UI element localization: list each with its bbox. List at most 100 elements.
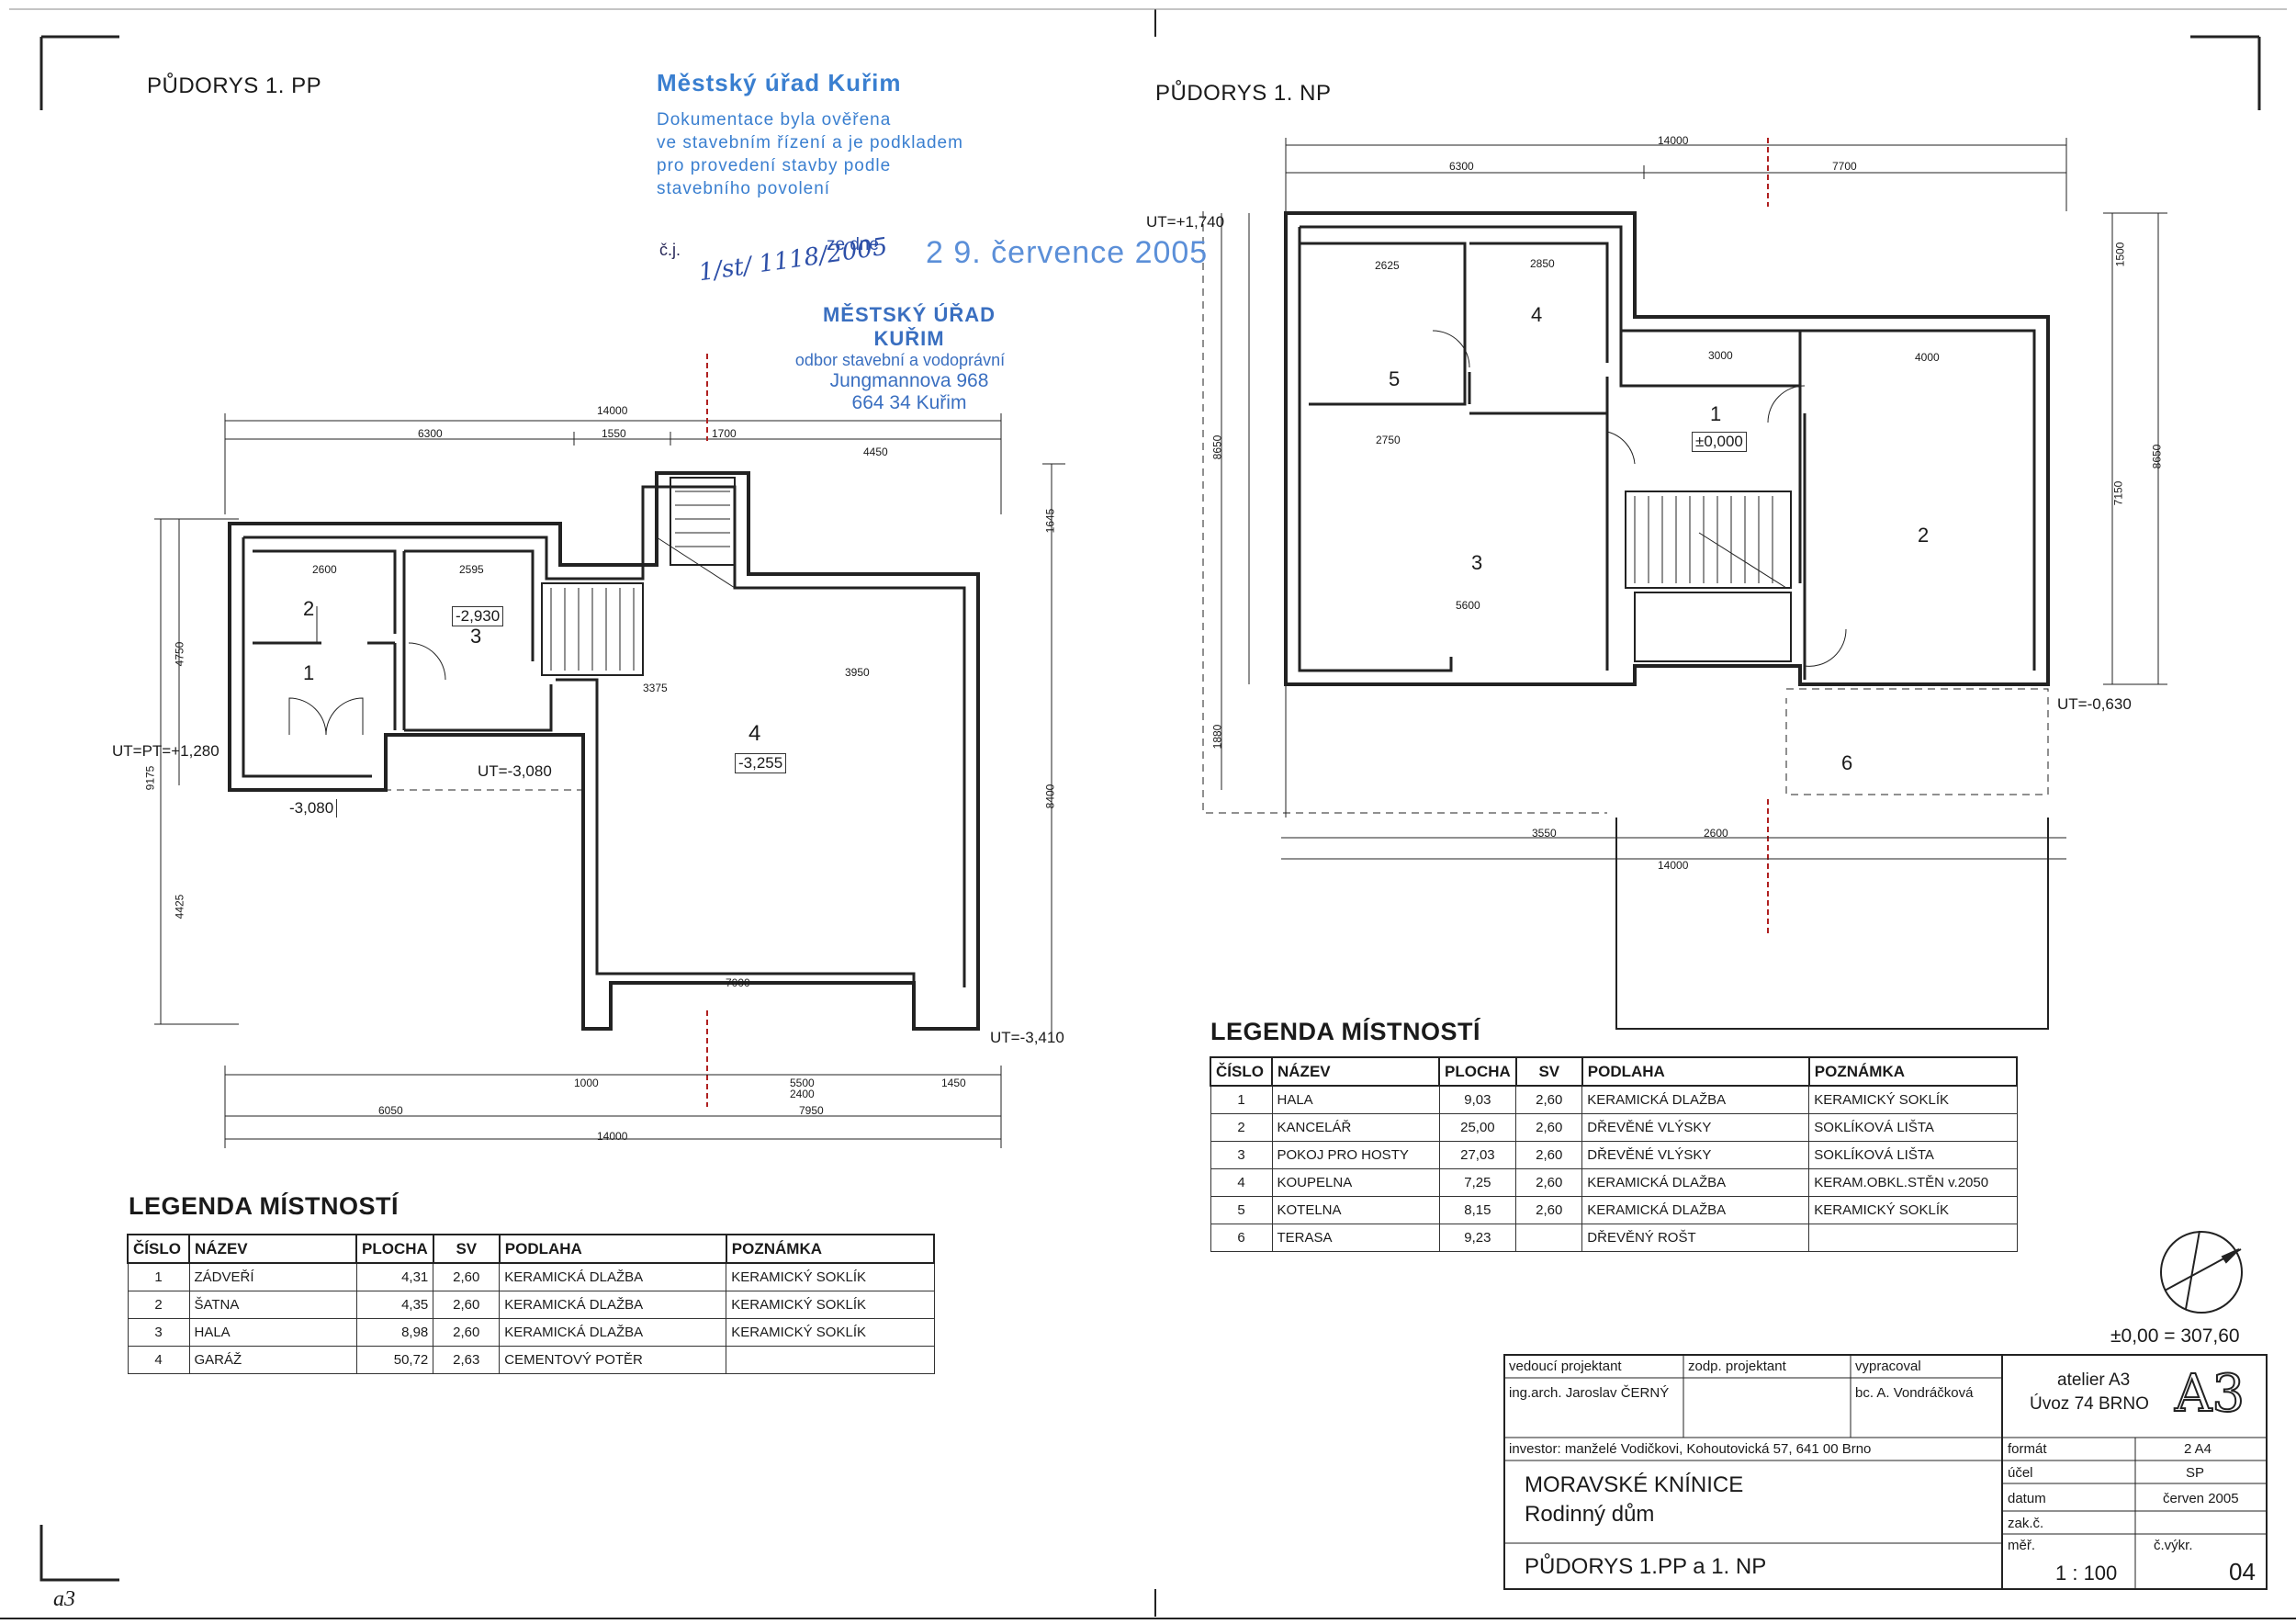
cell-floor: DŘEVĚNÝ ROŠT bbox=[1581, 1224, 1810, 1252]
left-room-number-4: 4 bbox=[748, 721, 761, 746]
cell-height: 2,60 bbox=[1515, 1085, 1583, 1114]
cell-name: KOUPELNA bbox=[1271, 1168, 1440, 1197]
right-room-number-5: 5 bbox=[1389, 367, 1401, 390]
stamp-office-line-3: odbor stavební a vodoprávní bbox=[794, 351, 1006, 369]
left-room-number-3: 3 bbox=[470, 625, 482, 648]
legend-left-table: ČÍSLO NÁZEV PLOCHA SV PODLAHA POZNÁMKA 1… bbox=[127, 1234, 936, 1374]
left-dim-bottom-5500: 5500 bbox=[790, 1077, 815, 1089]
cell-name: HALA bbox=[188, 1318, 357, 1347]
cell-floor: KERAMICKÁ DLAŽBA bbox=[1581, 1085, 1810, 1114]
stamp-office-line-5: 664 34 Kuřim bbox=[851, 392, 967, 413]
left-dim-bottom-1000: 1000 bbox=[574, 1077, 599, 1089]
right-dim-right-7150: 7150 bbox=[2111, 480, 2125, 506]
elevation-reference: ±0,00 = 307,60 bbox=[2110, 1325, 2240, 1347]
cell-floor: KERAMICKÁ DLAŽBA bbox=[499, 1318, 727, 1347]
table-row: 4 KOUPELNA 7,25 2,60 KERAMICKÁ DLAŽBA KE… bbox=[1210, 1168, 2018, 1197]
cell-floor: DŘEVĚNÉ VLÝSKY bbox=[1581, 1141, 1810, 1169]
tb-date-value: červen 2005 bbox=[2163, 1491, 2239, 1506]
left-level-room4: -3,255 bbox=[735, 753, 787, 773]
cell-note: SOKLÍKOVÁ LIŠTA bbox=[1808, 1141, 2018, 1169]
legend-right-header-number: ČÍSLO bbox=[1210, 1056, 1273, 1087]
stamp-line-4: stavebního povolení bbox=[657, 179, 831, 198]
tb-prep-name: bc. A. Vondráčková bbox=[1855, 1385, 1974, 1401]
cell-number: 3 bbox=[1210, 1141, 1273, 1169]
stamp-line-3: pro provedení stavby podle bbox=[657, 156, 892, 175]
right-dim-top-a: 6300 bbox=[1449, 160, 1474, 173]
table-row: 2 ŠATNA 4,35 2,60 KERAMICKÁ DLAŽBA KERAM… bbox=[127, 1291, 935, 1319]
right-dim-inner-3000: 3000 bbox=[1708, 349, 1733, 362]
left-dim-top-b: 1550 bbox=[602, 427, 626, 440]
tb-studio-line-1: atelier A3 bbox=[2057, 1370, 2131, 1390]
cell-area: 27,03 bbox=[1438, 1141, 1517, 1169]
left-dim-bottom-6050: 6050 bbox=[378, 1104, 403, 1117]
right-level-ut-right: UT=-0,630 bbox=[2057, 695, 2132, 713]
left-dim-bottom-1450: 1450 bbox=[941, 1077, 966, 1089]
stamp-title: Městský úřad Kuřim bbox=[657, 69, 902, 96]
cell-height: 2,60 bbox=[433, 1291, 501, 1319]
stamp-office-line-2: KUŘIM bbox=[873, 327, 945, 350]
tb-studio-line-2: Úvoz 74 BRNO bbox=[2030, 1394, 2149, 1414]
cell-number: 3 bbox=[127, 1318, 190, 1347]
stamp-cj-label: č.j. bbox=[659, 241, 681, 259]
tb-format-value: 2 A4 bbox=[2184, 1441, 2212, 1457]
left-level-ut-bottom: UT=-3,410 bbox=[990, 1029, 1064, 1046]
cell-number: 6 bbox=[1210, 1224, 1273, 1252]
tb-logo: A3 bbox=[2174, 1363, 2245, 1425]
right-dim-left-8650: 8650 bbox=[1210, 434, 1224, 460]
table-row: 1 HALA 9,03 2,60 KERAMICKÁ DLAŽBA KERAMI… bbox=[1210, 1085, 2018, 1114]
cell-name: HALA bbox=[1271, 1085, 1440, 1114]
tb-resp-label: zodp. projektant bbox=[1688, 1359, 1786, 1374]
table-row: 4 GARÁŽ 50,72 2,63 CEMENTOVÝ POTĚR bbox=[127, 1346, 935, 1374]
cell-area: 8,15 bbox=[1438, 1196, 1517, 1224]
tb-lead-label: vedoucí projektant bbox=[1509, 1359, 1622, 1374]
right-dim-inner-2750: 2750 bbox=[1376, 434, 1401, 446]
cell-floor: KERAMICKÁ DLAŽBA bbox=[1581, 1196, 1810, 1224]
cell-area: 7,25 bbox=[1438, 1168, 1517, 1197]
cell-floor: CEMENTOVÝ POTĚR bbox=[499, 1346, 727, 1374]
right-dim-inner-4000: 4000 bbox=[1915, 351, 1940, 364]
approval-stamp: Městský úřad Kuřim Dokumentace byla ověř… bbox=[657, 69, 1134, 200]
cell-number: 2 bbox=[127, 1291, 190, 1319]
legend-right-header-note: POZNÁMKA bbox=[1807, 1056, 2019, 1087]
legend-right-title: LEGENDA MÍSTNOSTÍ bbox=[1210, 1018, 1481, 1045]
stamp-date-value: 2 9. července 2005 bbox=[926, 235, 1209, 270]
cell-note: KERAMICKÝ SOKLÍK bbox=[726, 1262, 935, 1291]
legend-left-header-height: SV bbox=[432, 1234, 501, 1264]
legend-right-header-area: PLOCHA bbox=[1438, 1056, 1517, 1087]
cell-area: 9,23 bbox=[1438, 1224, 1517, 1252]
right-plan-title: PŮDORYS 1. NP bbox=[1155, 81, 1332, 106]
tb-drawing-no-label: č.výkr. bbox=[2154, 1538, 2193, 1553]
right-dim-top-b: 7700 bbox=[1832, 160, 1857, 173]
table-row: 6 TERASA 9,23 DŘEVĚNÝ ROŠT bbox=[1210, 1224, 2018, 1252]
cell-height: 2,60 bbox=[433, 1262, 501, 1291]
legend-right-header-row: ČÍSLO NÁZEV PLOCHA SV PODLAHA POZNÁMKA bbox=[1210, 1056, 2019, 1087]
legend-left-header-number: ČÍSLO bbox=[127, 1234, 190, 1264]
left-dim-top-total: 14000 bbox=[597, 404, 628, 417]
cell-name: KOTELNA bbox=[1271, 1196, 1440, 1224]
cell-note: KERAM.OBKL.STĚN v.2050 bbox=[1808, 1168, 2018, 1197]
left-dim-2600: 2600 bbox=[312, 563, 337, 576]
tb-project-line-1: MORAVSKÉ KNÍNICE bbox=[1525, 1472, 1744, 1497]
left-level-ut-pt: UT=PT=+1,280 bbox=[112, 742, 219, 760]
left-dim-bottom-2400: 2400 bbox=[790, 1088, 815, 1100]
legend-left-header-area: PLOCHA bbox=[355, 1234, 434, 1264]
right-dim-right-1500: 1500 bbox=[2113, 242, 2127, 267]
table-row: 5 KOTELNA 8,15 2,60 KERAMICKÁ DLAŽBA KER… bbox=[1210, 1196, 2018, 1224]
left-level-room1: -3,080 bbox=[289, 799, 338, 818]
cell-height: 2,60 bbox=[1515, 1141, 1583, 1169]
right-dim-inner-2625: 2625 bbox=[1375, 259, 1400, 272]
tb-date-label: datum bbox=[2008, 1491, 2046, 1506]
tb-order-label: zak.č. bbox=[2008, 1516, 2044, 1531]
table-row: 3 HALA 8,98 2,60 KERAMICKÁ DLAŽBA KERAMI… bbox=[127, 1318, 935, 1347]
cell-area: 25,00 bbox=[1438, 1113, 1517, 1142]
cell-number: 2 bbox=[1210, 1113, 1273, 1142]
left-level-ut-mid: UT=-3,080 bbox=[478, 762, 552, 780]
table-row: 3 POKOJ PRO HOSTY 27,03 2,60 DŘEVĚNÉ VLÝ… bbox=[1210, 1141, 2018, 1169]
stamp-line-2: ve stavebním řízení a je podkladem bbox=[657, 133, 963, 152]
cell-number: 4 bbox=[127, 1346, 190, 1374]
left-dim-bottom-total: 14000 bbox=[597, 1130, 628, 1143]
right-level-ut-top: UT=+1,740 bbox=[1146, 213, 1225, 231]
cell-name: GARÁŽ bbox=[188, 1346, 357, 1374]
right-room-number-6: 6 bbox=[1841, 751, 1853, 774]
